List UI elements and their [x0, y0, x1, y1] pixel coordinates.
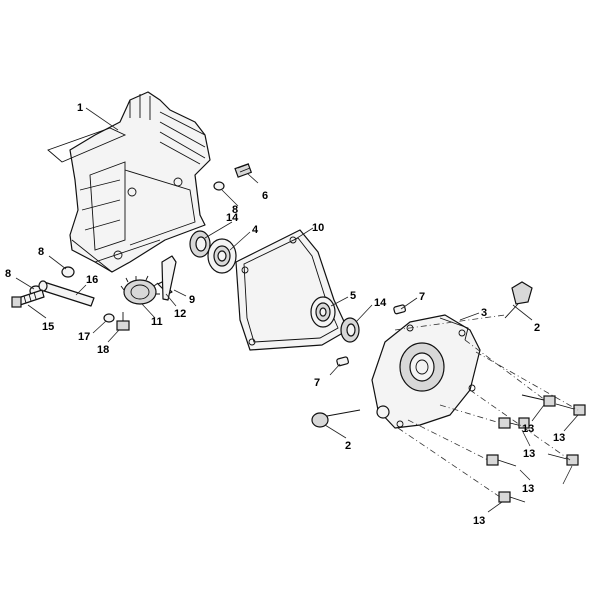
assembly-line-6 — [469, 389, 571, 461]
washer-8-top — [213, 181, 225, 191]
callout-labels: 1 2 2 3 4 5 6 7 7 8 8 8 9 10 11 12 13 13… — [5, 102, 565, 527]
oil-seal-14-right — [340, 317, 360, 343]
crankcase — [47, 91, 211, 273]
callout-13-c: 13 — [523, 448, 535, 460]
washer-17 — [103, 313, 115, 323]
callout-16: 16 — [86, 274, 98, 286]
oil-dipstick-2-lower — [311, 409, 361, 428]
assembly-line-7 — [397, 427, 501, 498]
callout-8-top: 8 — [232, 204, 238, 216]
callout-11: 11 — [151, 316, 163, 328]
bolt-13-1 — [521, 394, 556, 407]
callout-4: 4 — [252, 224, 259, 236]
gasket-10 — [235, 229, 349, 351]
assembly-line-4 — [439, 404, 501, 424]
bolt-13-6 — [547, 453, 579, 466]
bolt-13-7 — [498, 491, 526, 503]
assembly-line-3 — [475, 351, 579, 411]
ball-bearing-4 — [207, 238, 237, 274]
callout-7-bottom: 7 — [314, 377, 320, 389]
callout-1: 1 — [77, 102, 83, 114]
stud-bolt-6 — [234, 163, 253, 178]
bolt-13-5 — [486, 454, 517, 467]
callout-5: 5 — [350, 290, 356, 302]
callout-12: 12 — [174, 308, 186, 320]
callout-10: 10 — [312, 222, 324, 234]
callout-13-e: 13 — [473, 515, 485, 527]
callout-8-mid: 8 — [38, 246, 44, 258]
crankcase-cover-3 — [371, 314, 481, 429]
callout-3: 3 — [481, 307, 487, 319]
washer-8-mid — [61, 266, 75, 278]
ball-bearing-5 — [310, 296, 336, 328]
assembly-line-1 — [394, 314, 506, 331]
governor-lever-9 — [161, 255, 177, 301]
callout-14-right: 14 — [374, 297, 387, 309]
assembly-line-2 — [464, 339, 546, 401]
callout-9: 9 — [189, 294, 195, 306]
callout-2-lower: 2 — [345, 440, 351, 452]
callout-18: 18 — [97, 344, 109, 356]
bolt-13-2 — [555, 403, 586, 416]
callout-8-left: 8 — [5, 268, 11, 280]
oil-seal-14-left — [189, 230, 211, 258]
callout-13-d: 13 — [522, 483, 534, 495]
callout-2-upper: 2 — [534, 322, 540, 334]
callout-17: 17 — [78, 331, 90, 343]
callout-6: 6 — [262, 190, 268, 202]
callout-15: 15 — [42, 321, 54, 333]
callout-14-left: 14 — [226, 212, 239, 224]
dowel-pin-7-top — [393, 304, 406, 315]
bolt-15 — [11, 289, 45, 308]
oil-dipstick-2-upper — [504, 281, 533, 319]
callout-13-b: 13 — [553, 432, 565, 444]
bolt-18 — [116, 312, 130, 331]
callout-7-top: 7 — [419, 291, 425, 303]
governor-shaft-16 — [38, 280, 95, 307]
governor-gear-11 — [120, 275, 160, 305]
callout-13-a: 13 — [522, 423, 534, 435]
assembly-line-5 — [407, 419, 489, 461]
dowel-pin-7-bottom — [336, 356, 349, 367]
leader-lines — [15, 107, 579, 513]
